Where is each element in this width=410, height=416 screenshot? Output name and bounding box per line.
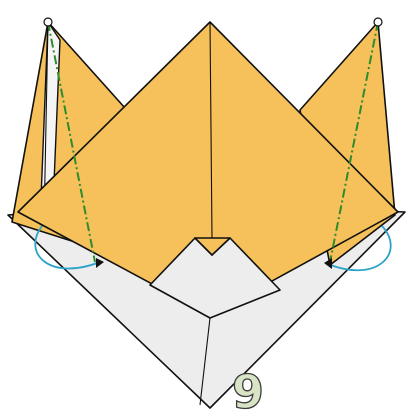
left-pivot-point <box>44 18 52 26</box>
step-number: 9 <box>232 365 264 416</box>
right-pivot-point <box>374 18 382 26</box>
